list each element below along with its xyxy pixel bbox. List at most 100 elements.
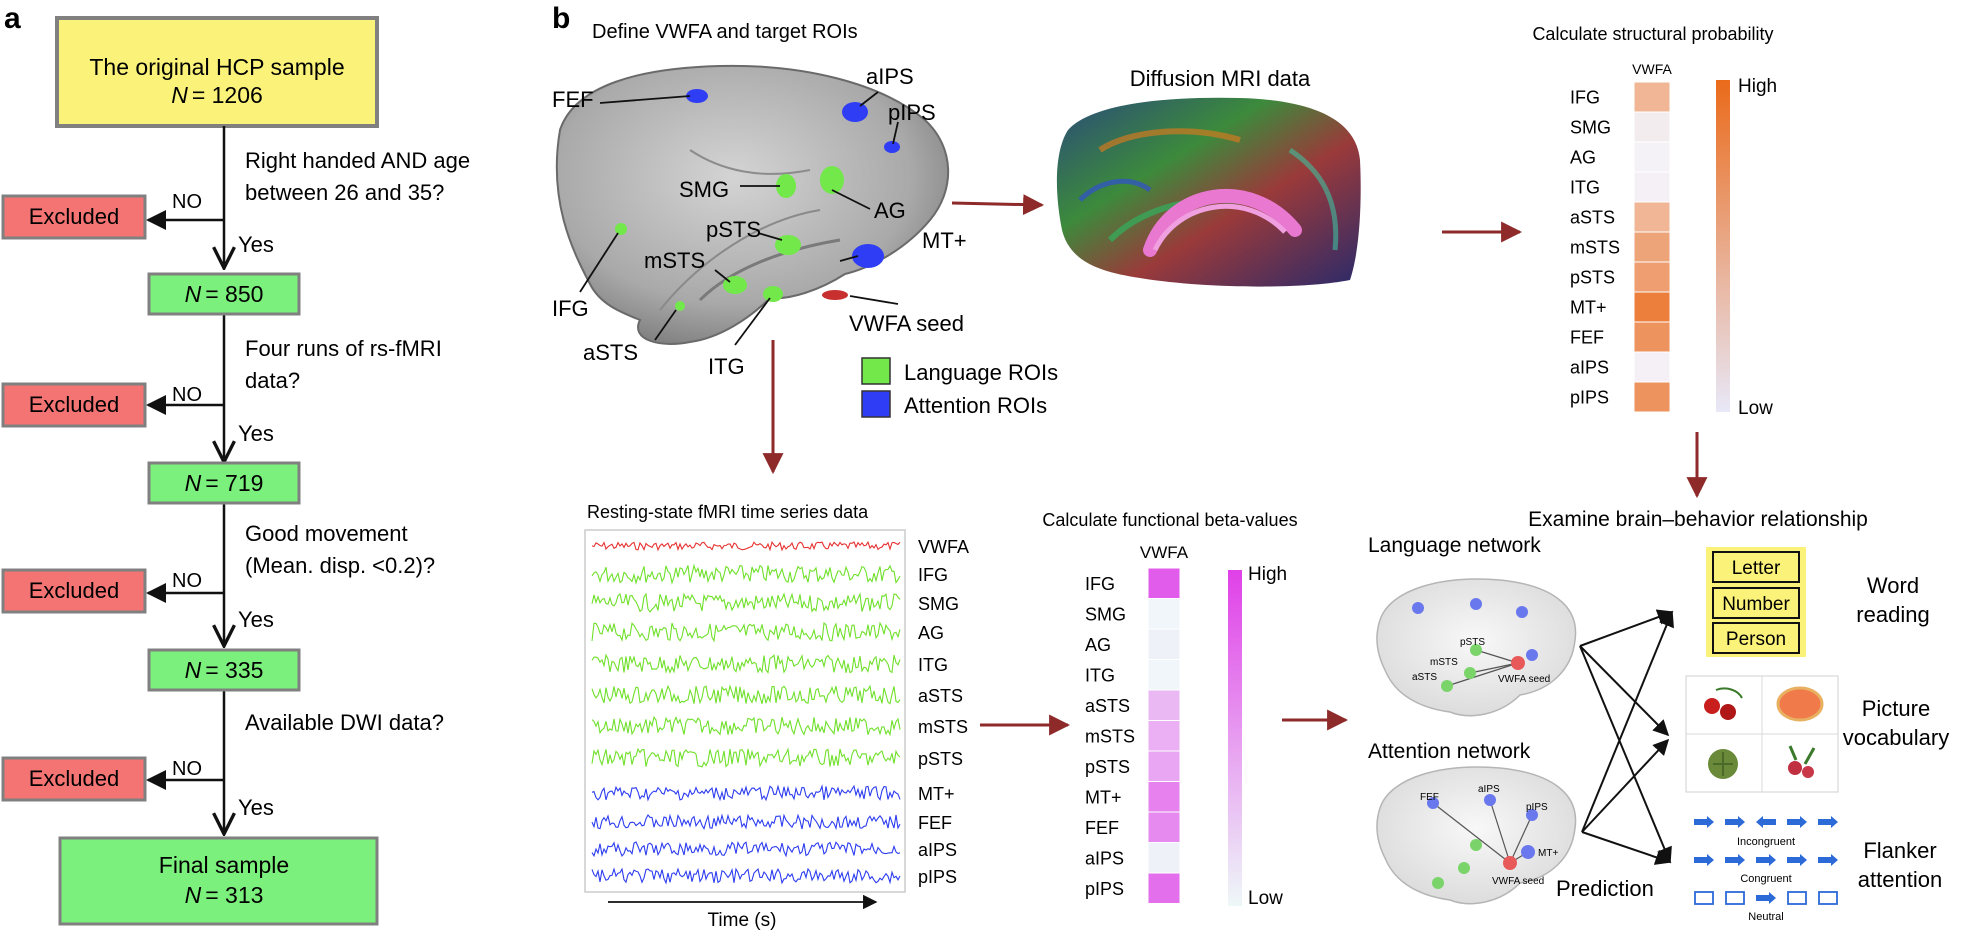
heatmap-cell — [1147, 781, 1181, 813]
timeseries-trace — [591, 684, 901, 705]
att-label-seed: VWFA seed — [1492, 876, 1544, 887]
step4-excluded-box — [1, 756, 147, 802]
heatmap-cell — [1147, 750, 1181, 782]
word-person-box — [1712, 622, 1800, 654]
diffusion-title: Diffusion MRI data — [1130, 66, 1311, 91]
timeseries-trace — [591, 715, 901, 737]
label-pips: pIPS — [888, 100, 936, 125]
brain-rois-image — [555, 64, 950, 345]
roi-smg — [776, 174, 796, 198]
heatmap-row-label: aIPS — [1085, 848, 1124, 868]
step3-question-line1: Good movement — [245, 521, 408, 546]
dti-tract — [1078, 178, 1152, 202]
brain-sulcus — [659, 209, 821, 311]
time-axis-label: Time (s) — [708, 910, 777, 931]
timeseries-label: pSTS — [918, 749, 963, 769]
picture-vocab-line1: Picture — [1862, 696, 1930, 721]
flanker-box-icon — [1694, 891, 1714, 905]
heatmap-row-label: MT+ — [1570, 298, 1607, 318]
heatmap-row-label: pIPS — [1085, 879, 1124, 899]
timeseries-trace — [591, 592, 901, 613]
timeseries-label: MT+ — [918, 784, 955, 804]
label-msts: mSTS — [644, 248, 705, 273]
structural-high-label: High — [1738, 76, 1777, 97]
timeseries-trace — [591, 867, 901, 885]
roi-fef — [686, 89, 708, 103]
lang-node-mt — [1526, 649, 1538, 661]
roi-asts — [675, 301, 685, 311]
step1-question-line1: Right handed AND age — [245, 148, 470, 173]
step3-count: N= 335 — [185, 657, 264, 683]
heatmap-row-label: FEF — [1570, 328, 1604, 348]
define-rois-title: Define VWFA and target ROIs — [592, 21, 858, 43]
heatmap-row-label: pIPS — [1570, 388, 1609, 408]
structural-title: Calculate structural probability — [1532, 24, 1773, 44]
lang-node-pips — [1516, 606, 1528, 618]
heatmap-row-label: SMG — [1570, 118, 1611, 138]
picture-vocab-grid — [1685, 675, 1839, 793]
heatmap-row-label: mSTS — [1570, 238, 1620, 258]
functional-high-label: High — [1248, 564, 1287, 585]
start-box-count: N= 1206 — [171, 82, 263, 108]
heatmap-cell — [1633, 381, 1671, 413]
timeseries-trace — [591, 563, 901, 585]
heatmap-cell — [1633, 231, 1671, 263]
grapefruit-icon — [1776, 686, 1824, 722]
heatmap-row-label: MT+ — [1085, 787, 1122, 807]
timeseries-plot: VWFAIFGSMGAGITGaSTSmSTSpSTSMT+FEFaIPSpIP… — [591, 537, 969, 887]
timeseries-label: aSTS — [918, 686, 963, 706]
step2-question-line1: Four runs of rs-fMRI — [245, 336, 442, 361]
heatmap-row-label: aIPS — [1570, 358, 1609, 378]
heatmap-row-label: IFG — [1570, 88, 1600, 108]
prediction-arrows — [1579, 609, 1674, 865]
heatmap-row-label: aSTS — [1085, 696, 1130, 716]
lang-node-psts — [1470, 644, 1482, 656]
lang-edge — [1475, 649, 1519, 664]
heatmap-cell — [1633, 321, 1671, 353]
flanker-arrow-icon — [1787, 854, 1807, 866]
timeseries-label: pIPS — [918, 867, 957, 887]
flanker-arrow-icon — [1756, 816, 1776, 828]
legend-attention-swatch — [861, 390, 891, 418]
heatmap-row-label: AG — [1570, 148, 1596, 168]
timeseries-label: VWFA — [918, 537, 969, 557]
lang-label-psts: pSTS — [1460, 637, 1485, 648]
legend-language-swatch — [861, 357, 891, 385]
artichoke-detail-icon — [1713, 752, 1733, 776]
panel-a-label: a — [4, 2, 21, 35]
label-fef: FEF — [552, 87, 594, 112]
lang-label-seed: VWFA seed — [1498, 674, 1550, 685]
flanker-line2: attention — [1858, 867, 1942, 892]
heatmap-row-label: AG — [1085, 635, 1111, 655]
att-node-pips — [1526, 809, 1538, 821]
step2-count-box — [147, 461, 301, 505]
structural-low-label: Low — [1738, 398, 1773, 419]
heatmap-cell — [1147, 628, 1181, 660]
timeseries-trace — [591, 621, 901, 643]
flanker-arrow-icon — [1787, 816, 1807, 828]
attention-network-brain — [1376, 766, 1577, 905]
step3-count-box — [147, 648, 301, 692]
att-edge — [1509, 814, 1533, 864]
functional-low-label: Low — [1248, 888, 1283, 909]
att-node-asts — [1432, 877, 1444, 889]
timeseries-trace — [591, 784, 901, 802]
radish-icon — [1802, 766, 1814, 778]
timeseries-trace — [591, 747, 901, 768]
corpus-callosum-core — [1152, 203, 1287, 252]
word-person-label: Person — [1726, 629, 1786, 650]
timeseries-label: SMG — [918, 594, 959, 614]
heatmap-row-label: mSTS — [1085, 726, 1135, 746]
lang-node-msts — [1464, 667, 1476, 679]
timeseries-label: mSTS — [918, 717, 968, 737]
cherries-icon — [1720, 704, 1736, 720]
word-reading-line1: Word — [1867, 573, 1919, 598]
legend-attention-label: Attention ROIs — [904, 393, 1047, 418]
heatmap-cell — [1633, 351, 1671, 383]
flanker-arrow-icon — [1756, 892, 1776, 904]
label-ag: AG — [874, 198, 906, 223]
step1-count-box — [147, 272, 301, 316]
flanker-stimuli — [1694, 816, 1838, 905]
step4-question: Available DWI data? — [245, 710, 444, 735]
final-box-count: N= 313 — [185, 882, 264, 908]
